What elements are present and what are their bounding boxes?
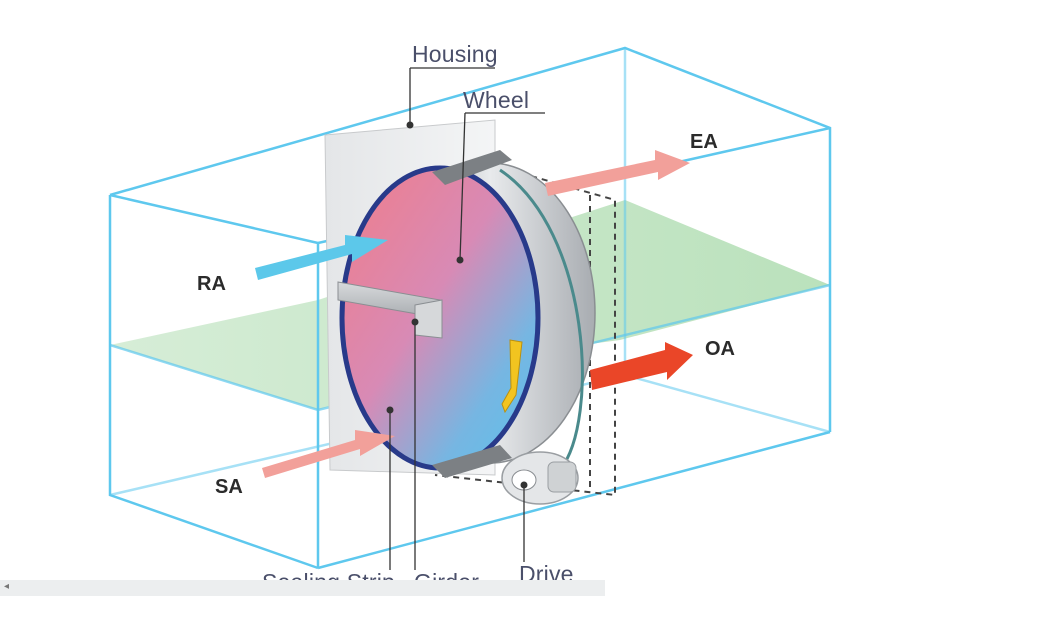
horizontal-scrollbar[interactable]: ◂: [0, 580, 605, 596]
label-ea: EA: [690, 131, 718, 153]
label-housing: Housing: [412, 41, 498, 67]
drive-belt: [499, 168, 584, 471]
label-sa: SA: [215, 476, 243, 498]
label-wheel: Wheel: [463, 87, 529, 113]
leader-dots: [386, 121, 528, 489]
drive-motor: [501, 451, 579, 505]
label-oa: OA: [705, 338, 735, 360]
ra-arrow-icon: [255, 235, 388, 280]
leader-lines: [389, 67, 545, 570]
yellow-marker-icon: [501, 339, 523, 414]
wheel-bottom-bracket: [432, 445, 512, 478]
oa-arrow-icon: [590, 342, 693, 390]
left-arrow-icon[interactable]: ◂: [4, 581, 10, 592]
girder-end: [414, 299, 443, 339]
ea-arrow-icon: [545, 150, 690, 196]
label-ra: RA: [197, 273, 226, 295]
sa-arrow-icon: [262, 430, 395, 478]
wheel-top-bracket: [432, 150, 512, 185]
